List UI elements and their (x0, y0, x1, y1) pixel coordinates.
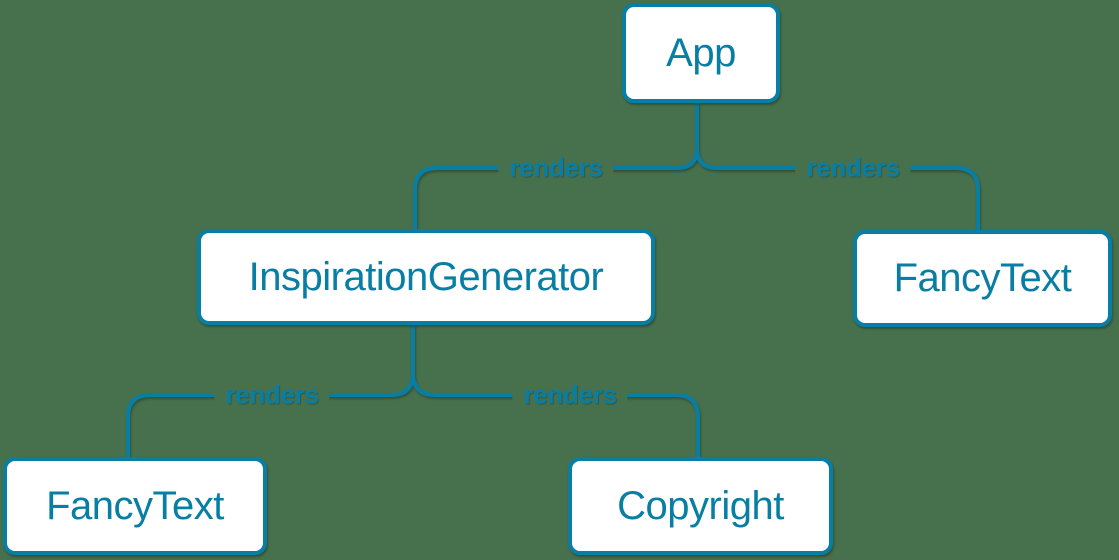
node-inspiration-generator: InspirationGenerator (197, 229, 655, 325)
node-app-label: App (666, 30, 736, 75)
node-inspiration-generator-label: InspirationGenerator (248, 254, 604, 299)
node-fancy-text-top: FancyText (853, 230, 1112, 327)
node-fancy-text-top-label: FancyText (893, 256, 1072, 300)
edge-label-renders-inspiration-generator: renders (498, 150, 614, 186)
edge-label-renders-copyright: renders (512, 377, 628, 413)
node-app: App (622, 3, 780, 103)
edge-label-renders-fancy-text-bottom: renders (214, 377, 330, 413)
node-fancy-text-bottom-label: FancyText (46, 483, 224, 528)
node-fancy-text-bottom: FancyText (3, 457, 267, 555)
node-copyright: Copyright (568, 457, 833, 555)
edge-label-renders-fancy-text-top: renders (795, 150, 911, 186)
node-copyright-label: Copyright (617, 483, 784, 528)
